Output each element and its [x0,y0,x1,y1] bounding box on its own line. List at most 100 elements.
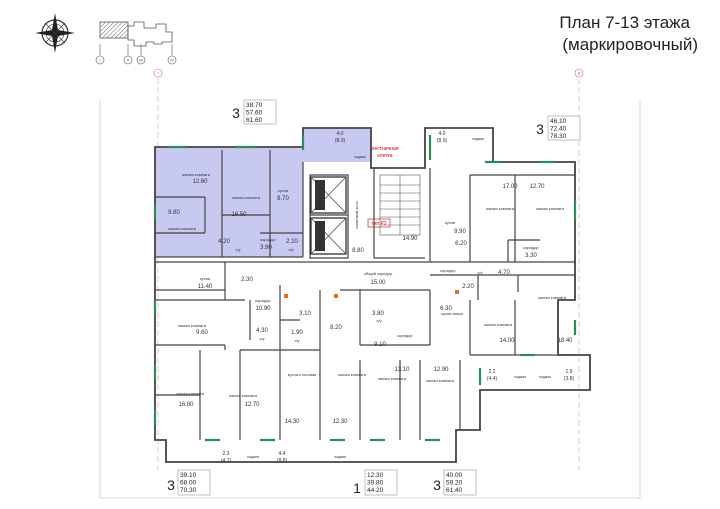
key-plan [99,21,173,47]
loggia-area: 2.3 [223,451,230,457]
room-name: жилая комната [486,206,515,211]
stair-tag: тип Р2 [371,221,387,227]
axis-marker-row: I II III IV [95,44,177,65]
room-name: с/у [294,338,299,343]
vent-marks [284,290,459,298]
room-name: коридор [523,245,539,250]
room-name: с/у [288,247,293,252]
lift-shafts [310,176,347,255]
room-label: жилая комната 13.10 [378,367,410,381]
room-label: жилая комната 17.00 [486,184,518,211]
stair-label-line2: клетка [377,153,392,159]
room-area: 12.90 [433,367,449,373]
frame-line [99,100,641,499]
room-name: кухня [445,220,455,225]
room-label: 8.20 [330,325,342,331]
room-label: с/у3.80 [372,311,384,323]
loggia-area: 4.0 [439,131,446,137]
room-area: 6.30 [440,306,452,312]
highlighted-flat[interactable] [155,128,371,257]
room-name: кухня-ниша [441,311,463,316]
vent-mark [334,294,338,298]
flat-area-full: 61.60 [246,117,263,124]
stair-label-line1: лестничная [372,146,399,152]
room-area: 8.20 [330,325,342,331]
room-name: с/у [259,336,264,341]
flat-area-full: 61.40 [446,487,463,494]
plan-axis-label: II [578,71,580,76]
plan-axis-circle [574,68,584,78]
flat-area-total: 39.10 [180,472,197,479]
highlighted-flat-fill-loggia [303,128,371,162]
flat-info-box[interactable]: 3 46.10 72.40 78.30 [536,115,581,141]
highlighted-flat-fill-main [155,147,303,257]
loggia: 2.3(4.7)лоджия [221,451,259,464]
room-area: 9.60 [196,330,208,336]
vent-mark [455,290,459,294]
lift-hall-label: лифтовой холл [354,200,359,229]
room-label: 2.30 [241,277,253,283]
room-area: 14.30 [284,419,300,425]
room-area: 9.10 [374,342,386,348]
plan-axis-label: I [157,71,158,76]
room-name: коридор [255,298,271,303]
room-area: 12.70 [529,184,545,190]
room-area: 13.10 [394,367,410,373]
room-name: с/у [235,247,240,252]
flat-info-box[interactable]: 3 40.00 59.20 61.40 [433,469,477,496]
flat-area-full: 70.30 [180,487,197,494]
loggia-area: 4.0 [337,131,344,137]
room-label: с/у2.10 [286,239,298,252]
room-name: жилая комната [378,376,407,381]
room-area: 1.90 [291,330,303,336]
loggia-sub: (3.8) [564,376,575,382]
flat-info-boxes: 3 38.70 57.60 61.60 3 46.10 72.40 78.30 … [167,99,581,496]
room-name: кухня [200,276,210,281]
loggia-name: лоджия [539,375,551,379]
common-corridor-area: 15.00 [370,280,386,286]
building-walls [154,127,591,463]
flat-info-box[interactable]: 3 38.70 57.60 61.60 [232,99,277,125]
axis-marker-label: I [99,58,100,63]
room-area: 4.20 [218,239,230,245]
room-area: 2.30 [241,277,253,283]
flat-area-living: 68.00 [180,480,197,487]
room-name: жилая комната [168,226,197,231]
plan-axis-circle [153,68,163,78]
room-area: 16.50 [231,212,247,218]
flat-room-count: 3 [167,477,175,493]
loggia-labels: 4.0(8.0)лоджия 4.0(8.0)лоджия 2.2(4.4)ло… [221,131,575,464]
flat-info-box[interactable]: 1 12.30 39.80 44.20 [353,469,398,496]
room-name: коридор [260,237,276,242]
room-area: 17.00 [502,184,518,190]
room-label: с/у4.30 [256,328,268,341]
room-area: 12.30 [332,419,348,425]
loggia-name: лоджия [354,155,366,159]
flat-area-total: 12.30 [367,472,384,479]
room-area: 11.40 [198,284,213,290]
flat-area-box [443,469,477,496]
flat-room-count: 3 [536,121,544,137]
stair-area: 14.90 [402,236,418,242]
flat-info-box[interactable]: 3 39.10 68.00 70.30 [167,469,211,496]
loggia: 1.9(3.8)лоджия [539,369,575,382]
stair-label: лестничная клетка тип Р2 [367,146,399,228]
flat-area-living: 39.80 [367,480,384,487]
plan-subtitle: (маркировочный) [562,35,698,54]
room-area: 3.90 [260,245,272,251]
loggia-name: лоджия [472,137,484,141]
room-area: 3.80 [372,311,384,317]
